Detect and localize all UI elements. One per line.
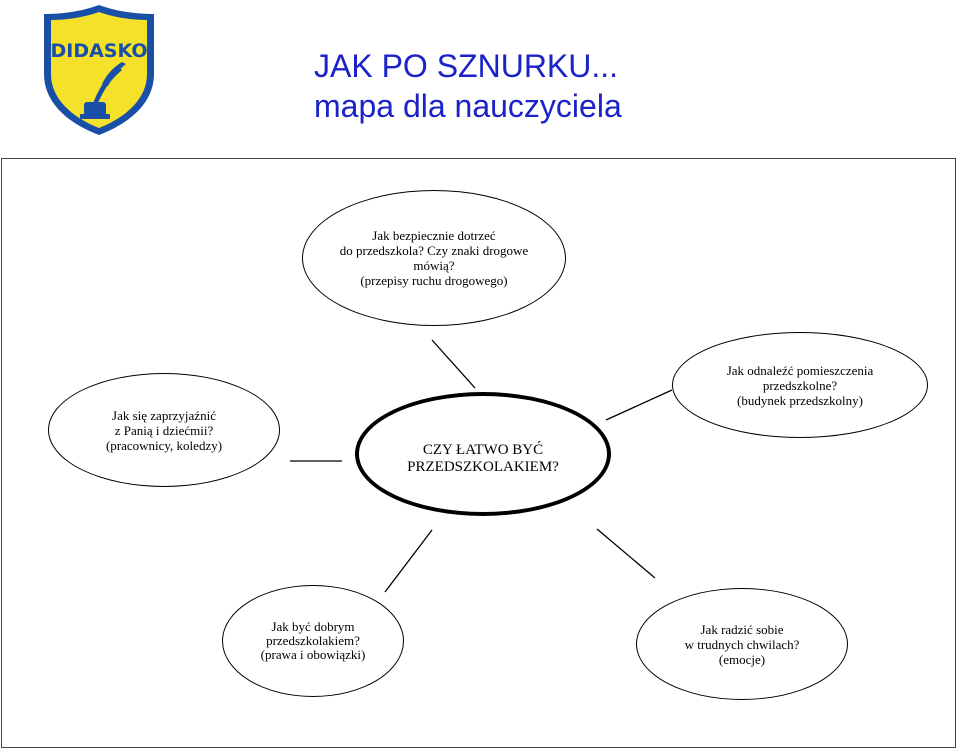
bubble-text: (przepisy ruchu drogowego) <box>360 273 508 288</box>
bubble-text: (emocje) <box>718 651 766 667</box>
topic-bubble-rights: Jak być dobrym przedszkolakiem? (prawa i… <box>222 585 404 697</box>
title-line-2: mapa dla nauczyciela <box>314 88 622 124</box>
connector-top <box>431 339 476 389</box>
topic-bubble-building: Jak odnaleźć pomieszczenia przedszkolne?… <box>672 332 928 438</box>
bubble-text: (pracownicy, koledzy) <box>105 437 223 453</box>
topic-bubble-emotions: Jak radzić sobie w trudnych chwilach? (e… <box>636 588 848 700</box>
bubble-text: z Panią i dziećmii? <box>114 422 214 438</box>
connector-bottom-left <box>384 529 433 593</box>
bubble-text: (prawa i obowiązki) <box>260 647 366 662</box>
central-topic-text: CZY ŁATWO BYĆ <box>422 442 544 458</box>
bubble-text: Jak odnaleźć pomieszczenia <box>726 362 874 378</box>
bubble-text: do przedszkola? Czy znaki drogowe <box>339 243 529 258</box>
mindmap-frame <box>1 158 956 748</box>
topic-bubble-friends: Jak się zaprzyjaźnić z Panią i dziećmii?… <box>48 373 280 487</box>
connector-bottom-right <box>596 528 656 579</box>
bubble-text: w trudnych chwilach? <box>684 636 800 652</box>
bubble-text: przedszkolakiem? <box>266 633 360 648</box>
connector-right <box>605 389 673 421</box>
bubble-text: Jak bezpiecznie dotrzeć <box>372 228 496 243</box>
bubble-text: mówią? <box>413 258 455 273</box>
central-topic-text: PRZEDSZKOLAKIEM? <box>407 459 559 475</box>
title-line-1: JAK PO SZNURKU... <box>314 48 619 84</box>
svg-text:DIDASKO: DIDASKO <box>50 40 147 62</box>
bubble-text: przedszkolne? <box>762 377 838 393</box>
bubble-text: Jak radzić sobie <box>700 621 784 637</box>
page-title: JAK PO SZNURKU... mapa dla nauczyciela <box>314 46 622 126</box>
bubble-text: Jak być dobrym <box>271 619 355 634</box>
bubble-text: Jak się zaprzyjaźnić <box>112 407 216 423</box>
central-topic-bubble: CZY ŁATWO BYĆ PRZEDSZKOLAKIEM? <box>355 392 611 516</box>
topic-bubble-road-safety: Jak bezpiecznie dotrzeć do przedszkola? … <box>302 190 566 326</box>
bubble-text: (budynek przedszkolny) <box>737 392 863 408</box>
didasko-logo: DIDASKO <box>44 5 154 135</box>
